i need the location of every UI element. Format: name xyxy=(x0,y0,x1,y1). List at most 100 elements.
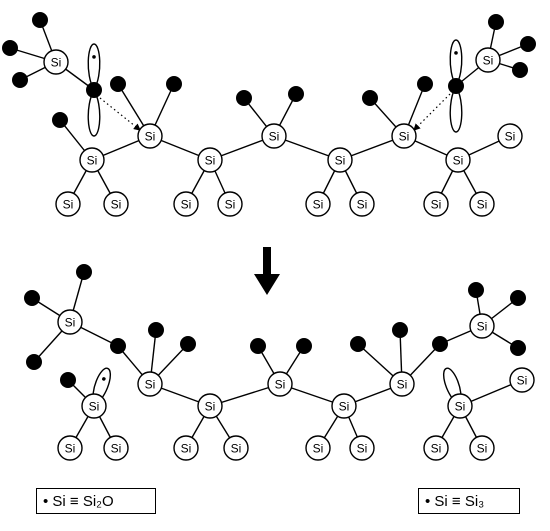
si-atom-label: Si xyxy=(111,442,122,456)
si-atom-circle xyxy=(469,313,495,339)
unpaired-electron-dot xyxy=(92,55,96,59)
si-atom-label: Si xyxy=(313,198,324,212)
si-atom-circle xyxy=(217,191,243,217)
oxygen-atom xyxy=(86,82,102,98)
oxygen-atom xyxy=(26,354,42,370)
si-atom-circle xyxy=(57,309,83,335)
si-atom: Si xyxy=(331,393,357,419)
si-atom: Si xyxy=(469,191,495,217)
si-atom-label: Si xyxy=(225,198,236,212)
si-atom-label: Si xyxy=(205,154,216,168)
oxygen-atom xyxy=(448,78,464,94)
si-atom-circle xyxy=(469,191,495,217)
orbital-lobe xyxy=(449,84,463,133)
oxygen-atom xyxy=(12,72,28,88)
oxygen-atom xyxy=(362,90,378,106)
si-atom-label: Si xyxy=(399,130,410,144)
si-atom-label: Si xyxy=(477,198,488,212)
oxygen-atom xyxy=(60,372,76,388)
si-atom-label: Si xyxy=(339,400,350,414)
si-atom-label: Si xyxy=(205,400,216,414)
oxygen-atom xyxy=(2,40,18,56)
si-atom-circle xyxy=(349,435,375,461)
si-atom-circle xyxy=(103,191,129,217)
si-atom-circle xyxy=(509,367,535,393)
oxygen-atom xyxy=(52,112,68,128)
si-atom: Si xyxy=(445,147,471,173)
si-atom: Si xyxy=(447,393,473,419)
si-atom: Si xyxy=(81,393,107,419)
si-atom: Si xyxy=(103,191,129,217)
unpaired-electron-dot xyxy=(454,51,458,55)
unpaired-electron-dot xyxy=(102,377,106,381)
si-atom: Si xyxy=(197,393,223,419)
si-atom: Si xyxy=(389,371,415,397)
si-atom-circle xyxy=(137,123,163,149)
si-atom: Si xyxy=(305,435,331,461)
si-atom-circle xyxy=(423,191,449,217)
si-atom: Si xyxy=(349,191,375,217)
si-atom: Si xyxy=(475,47,501,73)
oxygen-atom xyxy=(288,86,304,102)
oxygen-atom xyxy=(24,290,40,306)
si-atom-label: Si xyxy=(477,320,488,334)
si-atom-circle xyxy=(57,435,83,461)
si-atom-circle xyxy=(389,371,415,397)
oxygen-atom xyxy=(392,322,408,338)
si-atom: Si xyxy=(137,371,163,397)
si-atom-circle xyxy=(331,393,357,419)
si-atom-circle xyxy=(43,49,69,75)
si-atom-circle xyxy=(173,191,199,217)
si-atom: Si xyxy=(103,435,129,461)
si-atom-circle xyxy=(137,371,163,397)
oxygen-atom xyxy=(236,90,252,106)
legend-si3-label: • Si ≡ Si₃ xyxy=(425,492,485,510)
si-atom: Si xyxy=(349,435,375,461)
oxygen-atom xyxy=(110,76,126,92)
si-atom-circle xyxy=(349,191,375,217)
si-atom: Si xyxy=(55,191,81,217)
si-atom-label: Si xyxy=(313,442,324,456)
oxygen-atom xyxy=(32,12,48,28)
oxygen-atom xyxy=(432,336,448,352)
si-atom-label: Si xyxy=(231,442,242,456)
si-atom-circle xyxy=(173,435,199,461)
oxygen-atom xyxy=(510,340,526,356)
si-atom: Si xyxy=(261,123,287,149)
si-atom: Si xyxy=(267,371,293,397)
si-atom: Si xyxy=(43,49,69,75)
si-atom-circle xyxy=(497,123,523,149)
si-atom: Si xyxy=(423,191,449,217)
si-atom: Si xyxy=(305,191,331,217)
si-atom: Si xyxy=(223,435,249,461)
si-atom-label: Si xyxy=(357,198,368,212)
oxygen-atom xyxy=(350,336,366,352)
oxygen-atom xyxy=(512,62,528,78)
si-atom-label: Si xyxy=(65,442,76,456)
orbital-lobe xyxy=(87,43,101,92)
si-atom-circle xyxy=(469,435,495,461)
si-atom: Si xyxy=(137,123,163,149)
oxygen-atom xyxy=(180,336,196,352)
si-atom-circle xyxy=(447,393,473,419)
si-atom: Si xyxy=(469,313,495,339)
si-atom-label: Si xyxy=(145,378,156,392)
si-atom: Si xyxy=(173,191,199,217)
si-atom-circle xyxy=(475,47,501,73)
oxygen-atom xyxy=(520,36,536,52)
si-atom: Si xyxy=(57,309,83,335)
si-atom-circle xyxy=(305,435,331,461)
si-atom-circle xyxy=(197,147,223,173)
si-atom-label: Si xyxy=(431,442,442,456)
legend-si2o-label: • Si ≡ Si₂O xyxy=(43,492,114,510)
oxygen-atom xyxy=(76,264,92,280)
oxygen-atom xyxy=(510,290,526,306)
si-atom-circle xyxy=(423,435,449,461)
si-atom-circle xyxy=(305,191,331,217)
si-atom-label: Si xyxy=(87,154,98,168)
si-atom-circle xyxy=(79,147,105,173)
si-atom-circle xyxy=(261,123,287,149)
si-atom-circle xyxy=(391,123,417,149)
